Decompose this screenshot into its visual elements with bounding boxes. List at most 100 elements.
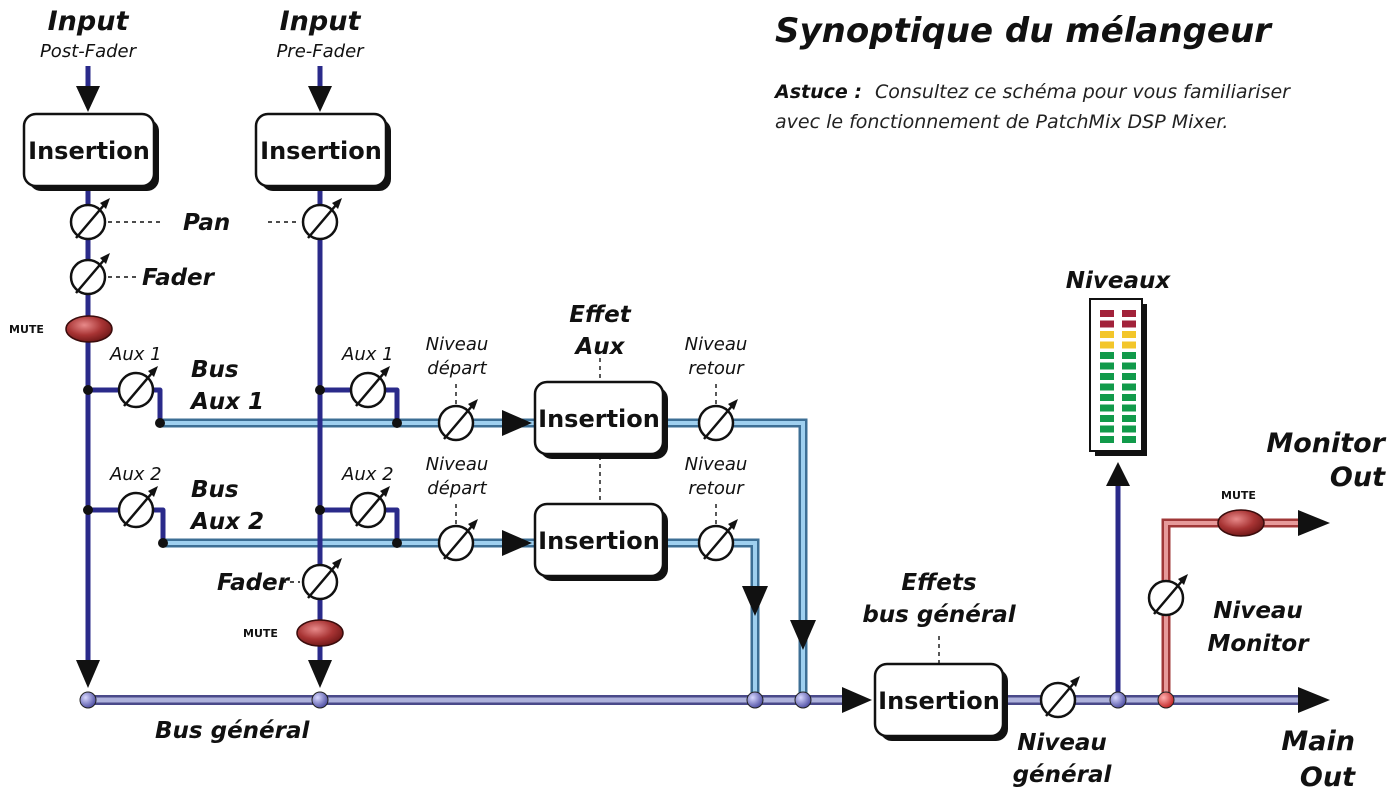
meter-segment: [1100, 436, 1114, 443]
insertion-box-aux1: Insertion: [533, 380, 668, 459]
main-effects-label-b: bus général: [862, 602, 1016, 628]
insertion-label: Insertion: [28, 137, 150, 165]
level-meter: [1089, 298, 1147, 456]
meter-segment: [1122, 373, 1136, 380]
input-pre-title: Input: [280, 6, 362, 37]
main-level-knob: [1039, 676, 1080, 719]
main-level-label-a: Niveau: [1017, 730, 1107, 756]
bus-aux1-label-b: Aux 1: [189, 389, 264, 415]
meter-segment: [1100, 373, 1114, 380]
aux1-send-level-knob: [437, 399, 478, 442]
meter-segment: [1122, 394, 1136, 401]
fader-knob-post: [69, 253, 110, 296]
meter-segment: [1122, 425, 1136, 433]
meter-segment: [1122, 331, 1136, 338]
pan-knob-post: [69, 198, 110, 241]
send-level-2-label-b: départ: [427, 478, 487, 499]
aux2-return-level-knob: [697, 519, 738, 562]
aux1-send-knob-post: [117, 366, 158, 409]
send-level-1-label-b: départ: [427, 358, 487, 379]
aux-bus-2: [165, 538, 760, 700]
flow-arrows: [76, 410, 1330, 713]
input-post-subtitle: Post-Fader: [40, 41, 138, 62]
meter-segment: [1122, 436, 1136, 443]
post-fader-channel-line: [85, 188, 166, 665]
knob-dash-connectors: [108, 221, 717, 583]
fader-label-pre: Fader: [217, 570, 291, 596]
insertion-label: Insertion: [538, 527, 660, 555]
meter-segment: [1122, 404, 1136, 412]
fader-knob-pre: [301, 558, 342, 601]
input-pre-subtitle: Pre-Fader: [276, 41, 365, 62]
aux2-label-post: Aux 2: [109, 464, 162, 485]
main-out-label-a: Main: [1281, 726, 1355, 757]
input-post-title: Input: [48, 6, 130, 37]
bus-aux1-label-a: Bus: [191, 357, 239, 383]
insertion-box-pre: Insertion: [254, 112, 391, 191]
meter-segment: [1122, 383, 1136, 391]
aux1-label-post: Aux 1: [109, 344, 162, 365]
meter-segment: [1122, 352, 1136, 359]
meter-segment: [1122, 310, 1136, 317]
send-level-2-label-a: Niveau: [426, 454, 489, 475]
effect-aux-label-a: Effet: [569, 302, 631, 328]
meter-segment: [1100, 341, 1114, 349]
meter-segments: [1100, 310, 1136, 443]
meter-segment: [1100, 310, 1114, 317]
pan-knob-pre: [301, 198, 342, 241]
tip-label: Astuce :: [773, 81, 862, 103]
monitor-level-label-a: Niveau: [1213, 598, 1303, 624]
insertion-label: Insertion: [260, 137, 382, 165]
mute-button-pre: MUTE: [243, 619, 344, 647]
return-level-2-label-b: retour: [688, 478, 745, 499]
main-bus-label: Bus général: [155, 718, 311, 744]
aux2-label-pre: Aux 2: [341, 464, 394, 485]
meter-segment: [1100, 425, 1114, 433]
meter-segment: [1122, 341, 1136, 349]
insertion-label: Insertion: [538, 405, 660, 433]
bus-aux2-label-a: Bus: [191, 477, 239, 503]
insertion-box-aux2: Insertion: [533, 502, 668, 581]
return-level-1-label-a: Niveau: [685, 334, 748, 355]
send-level-1-label-a: Niveau: [426, 334, 489, 355]
mute-label: MUTE: [9, 323, 44, 336]
aux2-send-knob-post: [117, 486, 158, 529]
meter-segment: [1100, 404, 1114, 412]
insertion-box-main: Insertion: [873, 662, 1008, 741]
return-level-1-label-b: retour: [688, 358, 745, 379]
aux1-label-pre: Aux 1: [341, 344, 394, 365]
monitor-out-label-a: Monitor: [1266, 428, 1386, 459]
input-pre-fader: Input Pre-Fader: [276, 6, 365, 112]
main-effects-label-a: Effets: [901, 570, 976, 596]
meter-segment: [1122, 415, 1136, 422]
meter-segment: [1100, 331, 1114, 338]
bus-nodes: [79, 691, 1175, 709]
effect-aux-label-b: Aux: [573, 334, 625, 360]
main-level-label-b: général: [1013, 762, 1113, 788]
mute-label: MUTE: [243, 627, 278, 640]
meter-segment: [1100, 352, 1114, 359]
mute-button-post: MUTE: [9, 315, 113, 343]
meter-segment: [1100, 320, 1114, 328]
tip-line-1: Consultez ce schéma pour vous familiaris…: [875, 81, 1291, 103]
monitor-out-label-b: Out: [1330, 462, 1386, 493]
page-title: Synoptique du mélangeur: [775, 11, 1273, 51]
tip-line-2: avec le fonctionnement de PatchMix DSP M…: [775, 111, 1228, 133]
monitor-level-knob: [1147, 574, 1188, 617]
return-level-2-label-a: Niveau: [685, 454, 748, 475]
mute-button-monitor: MUTE: [1217, 489, 1265, 537]
insertion-label: Insertion: [878, 687, 1000, 715]
insertion-box-post: Insertion: [22, 112, 159, 191]
fader-label-post: Fader: [142, 265, 216, 291]
mute-label: MUTE: [1221, 489, 1256, 502]
pan-label: Pan: [183, 210, 230, 236]
junction-dots: [83, 385, 402, 548]
meter-segment: [1100, 362, 1114, 370]
meter-segment: [1100, 394, 1114, 401]
meter-segment: [1100, 383, 1114, 391]
aux2-send-knob-pre: [349, 486, 390, 529]
aux1-return-level-knob: [697, 399, 738, 442]
input-post-fader: Input Post-Fader: [40, 6, 138, 112]
bus-aux2-label-b: Aux 2: [189, 509, 264, 535]
monitor-level-label-b: Monitor: [1207, 631, 1310, 657]
